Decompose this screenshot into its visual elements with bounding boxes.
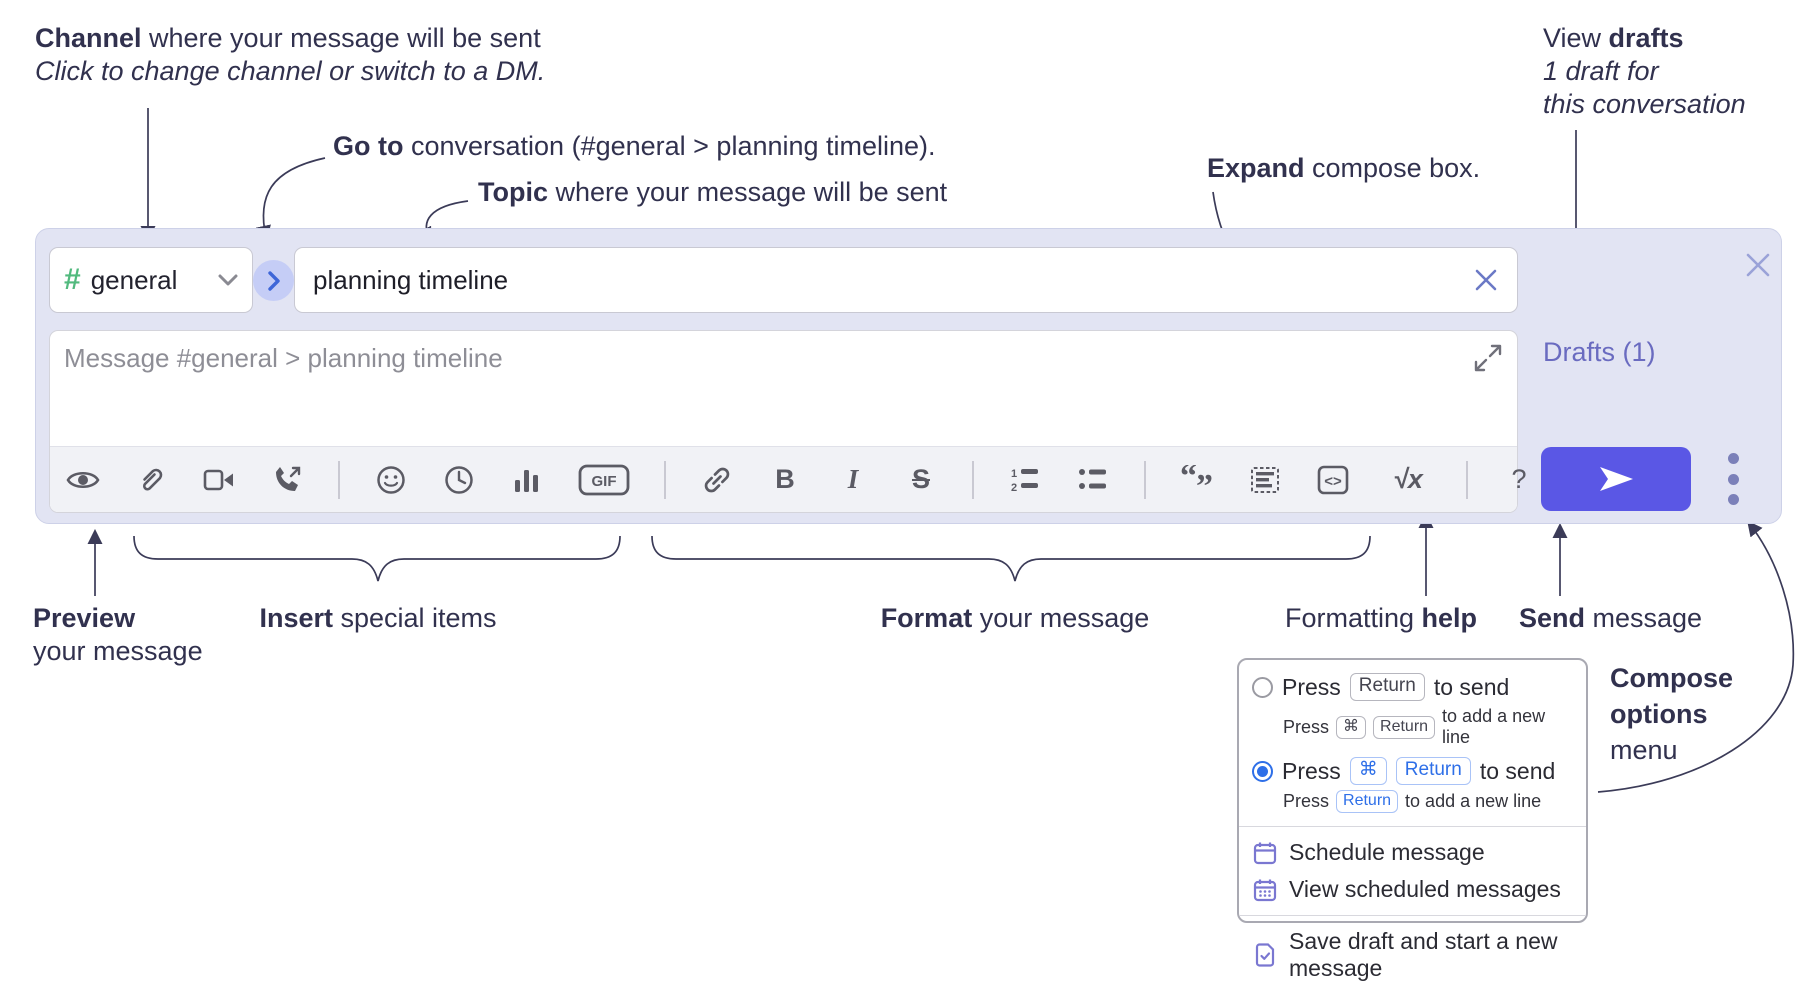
toolbar-separator	[1466, 460, 1468, 499]
topic-field	[294, 247, 1518, 313]
close-compose-button[interactable]	[1738, 245, 1778, 285]
svg-text:<>: <>	[1324, 473, 1342, 490]
chevron-down-icon	[218, 274, 238, 285]
bold-icon[interactable]: B	[775, 464, 795, 494]
preview-eye-icon[interactable]	[66, 463, 100, 497]
annotation-formatting-help: Formatting help	[1285, 603, 1478, 633]
expand-diagonal-icon	[1474, 344, 1502, 372]
message-area: GIF B I S 12 “” <>	[49, 330, 1527, 513]
voice-call-icon[interactable]	[270, 463, 304, 497]
annotation-expand: Expand compose box.	[1207, 153, 1481, 183]
clear-topic-icon[interactable]	[1473, 267, 1499, 293]
key-return: Return	[1349, 673, 1425, 701]
message-input[interactable]	[64, 343, 1444, 443]
italic-icon[interactable]: I	[847, 464, 859, 494]
option-cmd-enter-sends-subtext: Press Return to add a new line	[1283, 790, 1542, 813]
compose-options-menu-button[interactable]	[1713, 453, 1753, 505]
svg-text:”: ”	[1196, 468, 1213, 495]
option-enter-sends[interactable]: Press Return to send	[1239, 670, 1586, 704]
expand-compose-button[interactable]	[1473, 343, 1503, 373]
svg-text:2: 2	[1011, 482, 1017, 494]
svg-text:GIF: GIF	[592, 473, 617, 490]
popup-divider	[1239, 826, 1586, 827]
save-draft-icon	[1255, 943, 1275, 967]
calendar-grid-icon	[1253, 879, 1277, 901]
channel-hash-icon: #	[64, 263, 81, 296]
connector-goto	[255, 157, 326, 241]
compose-box: # general	[35, 228, 1782, 524]
key-return: Return	[1373, 715, 1436, 739]
send-button[interactable]	[1541, 447, 1691, 511]
annotation-insert: Insert special items	[259, 603, 497, 633]
key-return: Return	[1336, 790, 1399, 813]
close-icon	[1746, 253, 1770, 277]
svg-text:“: “	[1180, 465, 1197, 495]
key-cmd: ⌘	[1349, 757, 1387, 785]
calendar-icon	[1253, 842, 1277, 864]
option-enter-sends-subtext: Press ⌘ Return to add a new line	[1283, 706, 1546, 747]
annotation-compose-options: Compose options menu	[1610, 663, 1734, 765]
svg-text:1: 1	[1011, 468, 1017, 480]
toolbar-separator	[972, 460, 974, 499]
menu-item-save-draft[interactable]: Save draft and start a new message	[1239, 923, 1586, 987]
attach-paperclip-icon[interactable]	[134, 463, 168, 497]
strikethrough-icon[interactable]: S	[911, 464, 930, 494]
brace-format	[651, 535, 1371, 582]
toolbar-separator	[1144, 460, 1146, 499]
toolbar-separator	[338, 460, 340, 499]
annotation-topic: Topic where your message will be sent	[478, 177, 948, 207]
help-icon[interactable]: ?	[1511, 464, 1527, 494]
channel-name: general	[90, 264, 178, 295]
menu-item-schedule-message[interactable]: Schedule message	[1239, 834, 1586, 871]
radio-unselected[interactable]	[1252, 676, 1273, 698]
video-call-icon[interactable]	[202, 463, 236, 497]
menu-item-view-scheduled[interactable]: View scheduled messages	[1239, 871, 1586, 908]
chevron-right-icon	[267, 270, 280, 291]
emoji-icon[interactable]	[374, 463, 408, 497]
toolbar-separator	[664, 460, 666, 499]
annotation-format: Format your message	[880, 603, 1150, 633]
link-icon[interactable]	[700, 463, 734, 497]
popup-divider	[1239, 915, 1586, 916]
annotation-view-drafts: View drafts 1 draft for this conversatio…	[1543, 23, 1746, 119]
channel-selector[interactable]: # general	[49, 247, 253, 313]
quote-icon[interactable]: “”	[1180, 463, 1214, 497]
topic-input[interactable]	[313, 264, 1473, 296]
go-to-conversation-button[interactable]	[253, 260, 294, 301]
global-time-clock-icon[interactable]	[442, 463, 476, 497]
radio-selected[interactable]	[1252, 760, 1273, 782]
poll-chart-icon[interactable]	[510, 463, 544, 497]
annotation-preview: Preview your message	[33, 603, 203, 666]
annotation-send: Send message	[1519, 603, 1703, 633]
gif-icon[interactable]: GIF	[578, 463, 630, 497]
annotation-channel: Channel where your message will be sent …	[35, 23, 546, 86]
drafts-link[interactable]: Drafts (1)	[1543, 337, 1656, 367]
spoiler-icon[interactable]	[1248, 463, 1282, 497]
key-cmd: ⌘	[1336, 715, 1367, 739]
bulleted-list-icon[interactable]	[1076, 463, 1110, 497]
math-icon[interactable]: √x	[1393, 464, 1423, 494]
send-icon	[1600, 467, 1633, 491]
compose-options-popup: Press Return to send Press ⌘ Return to a…	[1237, 658, 1588, 981]
option-cmd-enter-sends[interactable]: Press ⌘ Return to send	[1239, 754, 1586, 788]
code-icon[interactable]: <>	[1316, 463, 1350, 497]
annotation-goto: Go to conversation (#general > planning …	[333, 131, 936, 161]
key-return: Return	[1395, 757, 1471, 785]
brace-insert	[133, 535, 621, 582]
